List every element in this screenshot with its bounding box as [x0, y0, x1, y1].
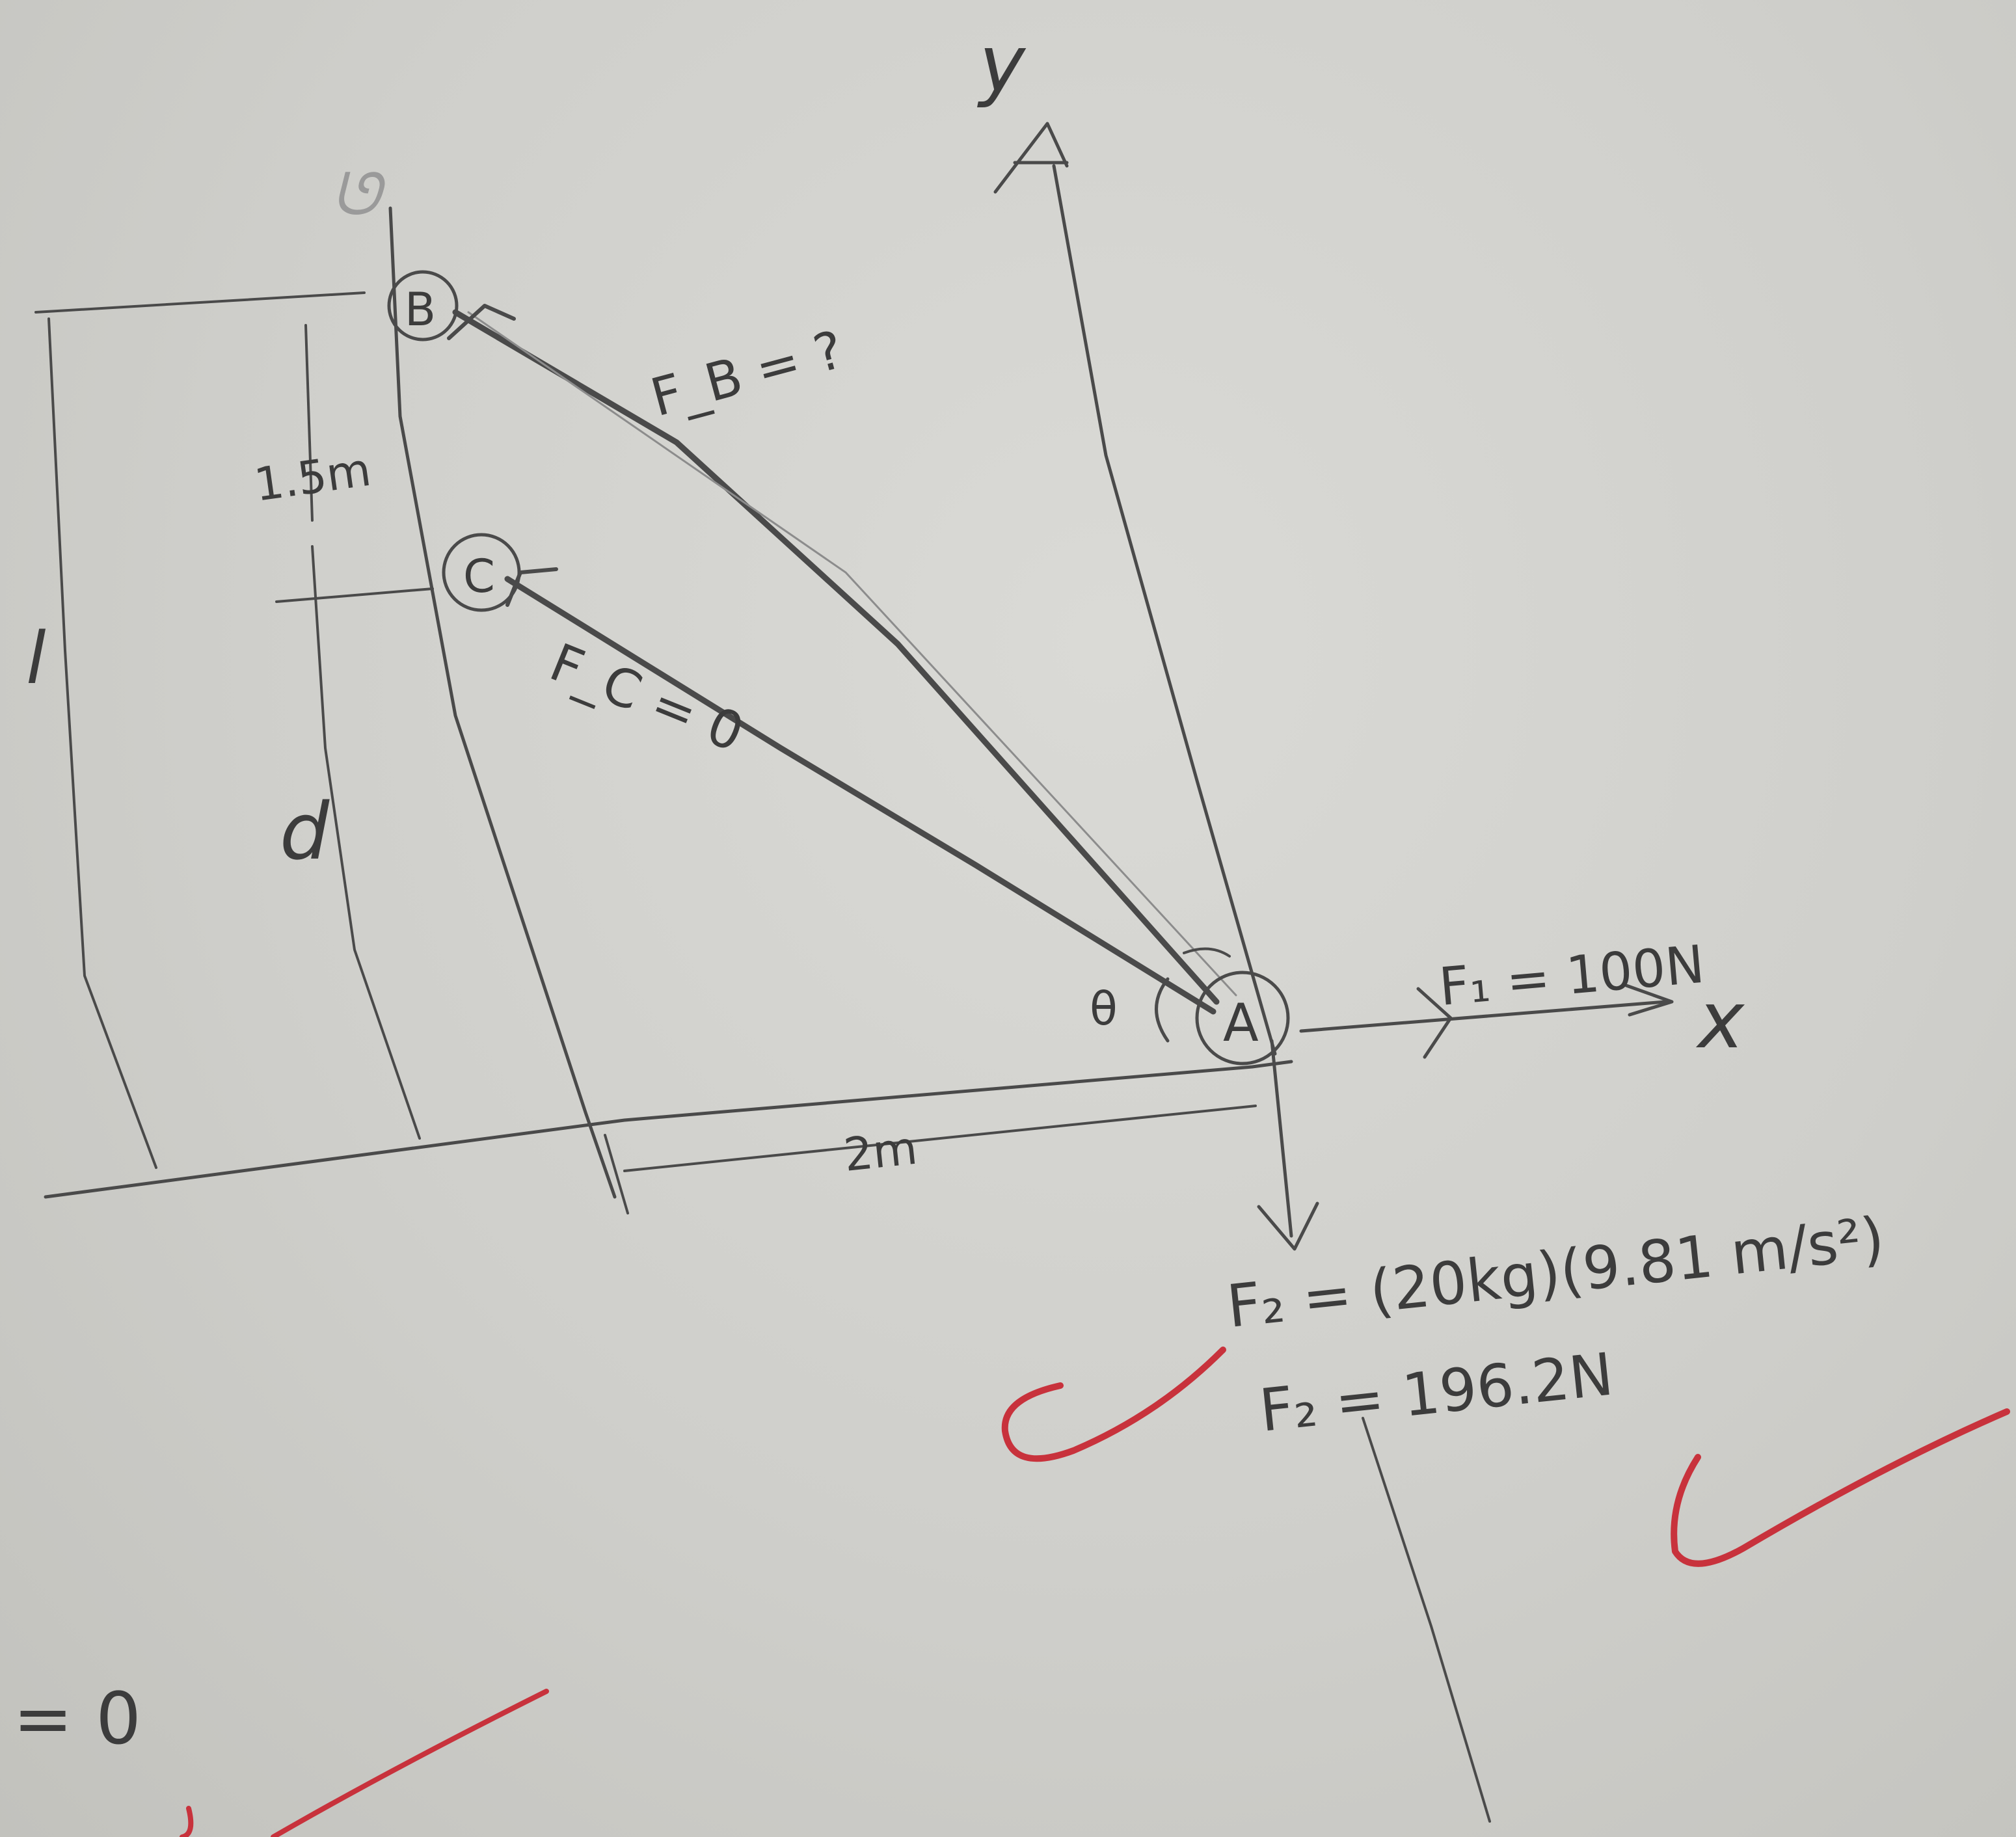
- wall-line-outer: [47, 317, 157, 1169]
- dim-2m-line: [623, 1105, 1257, 1172]
- x-axis-arrowhead: [1624, 984, 1674, 1017]
- point-a-circle: [1195, 971, 1290, 1066]
- point-c-label: C: [463, 550, 495, 603]
- point-c-circle: [442, 533, 521, 612]
- top-dimension-line: [34, 291, 366, 314]
- x-axis-line: [1299, 1000, 1667, 1033]
- point-a-label: A: [1223, 993, 1259, 1053]
- force-b-label: F_B = ?: [645, 319, 850, 429]
- theta-label: θ: [1090, 982, 1118, 1036]
- length-d-label: d: [280, 787, 330, 878]
- fb-arrowhead: [447, 304, 516, 340]
- red-check-mark-3: [180, 1689, 549, 1837]
- force-2-equation: F₂ = (20kg)(9.81 m/s²): [1224, 1204, 1887, 1341]
- axis-extension: [1362, 1417, 1491, 1823]
- f1-arrowhead: [1416, 987, 1453, 1059]
- y-axis-label: y: [977, 20, 1027, 110]
- y-axis-arrowhead: [993, 122, 1069, 194]
- dim-bc-label: 1.5m: [251, 443, 374, 512]
- point-b-label: B: [405, 283, 436, 336]
- ghost-mark: ᘎ: [332, 161, 386, 229]
- theta-arc: [1155, 977, 1170, 1043]
- point-b-circle: [387, 270, 459, 342]
- red-check-mark-1: [1001, 1347, 1226, 1462]
- f2-arrowhead: [1257, 1201, 1319, 1251]
- dim-2m-tick: [604, 1134, 629, 1214]
- force-c-label: F_C = 0: [542, 632, 752, 764]
- cable-ab: [452, 309, 1220, 1005]
- dim-tick-1: [304, 324, 314, 522]
- ground-line: [44, 1060, 1293, 1199]
- wall-line-d: [311, 545, 421, 1140]
- bottom-left-expression: = 0: [13, 1677, 141, 1760]
- c-level-line: [275, 587, 434, 603]
- wall-line-inner: [388, 206, 617, 1199]
- y-axis-line: [1052, 164, 1277, 1056]
- theta-arc-upper: [1183, 947, 1231, 958]
- dim-2m-label: 2m: [841, 1121, 920, 1182]
- length-l-label: l: [26, 617, 46, 700]
- f2-line: [1270, 1039, 1293, 1238]
- cable-ab-faint: [467, 311, 1237, 997]
- x-axis-label: x: [1695, 976, 1745, 1066]
- cable-ac: [504, 576, 1216, 1015]
- red-check-mark-2: [1671, 1408, 2010, 1567]
- force-2-result: F₂ = 196.2N: [1256, 1340, 1616, 1445]
